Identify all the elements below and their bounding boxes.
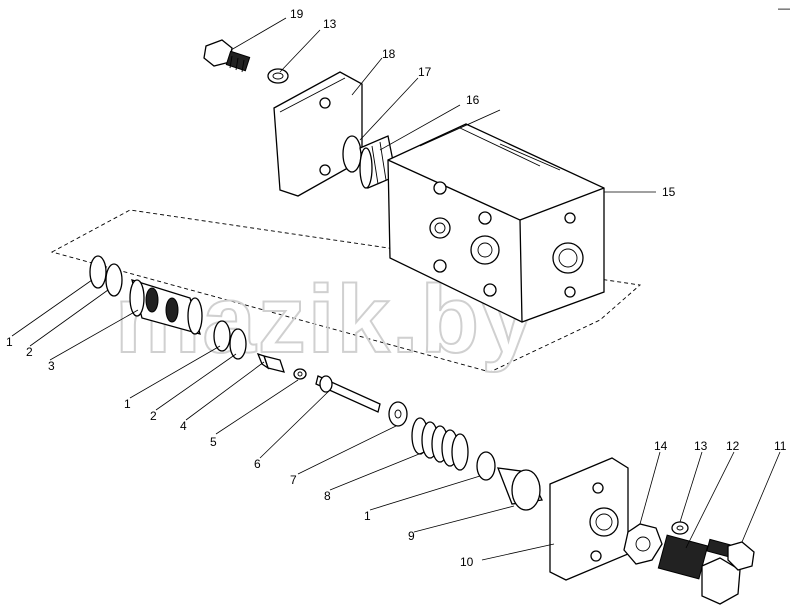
callout-labels: 19 13 18 17 16 15 1 2 3 1 2 4 5 6 7 8 1 … — [6, 7, 787, 569]
callout-17: 17 — [418, 65, 432, 79]
callout-18: 18 — [382, 47, 396, 61]
callout-1: 1 — [124, 397, 131, 411]
part-14-nut — [623, 523, 663, 565]
callout-13: 13 — [323, 17, 337, 31]
callout-13: 13 — [694, 439, 708, 453]
part-19-bolt — [203, 39, 251, 73]
callout-10: 10 — [460, 555, 474, 569]
callout-5: 5 — [210, 435, 217, 449]
callout-14: 14 — [654, 439, 668, 453]
corner-mark: — — [778, 1, 790, 15]
callout-12: 12 — [726, 439, 740, 453]
callout-3: 3 — [48, 359, 55, 373]
assembly-outline-dashed — [50, 209, 642, 373]
callout-1: 1 — [364, 509, 371, 523]
part-16-plug — [359, 135, 397, 189]
part-17-o-ring — [342, 135, 362, 173]
part-15-valve-body — [387, 109, 605, 323]
callout-2: 2 — [150, 409, 157, 423]
part-8-spring — [411, 417, 469, 471]
callout-4: 4 — [180, 419, 187, 433]
part-13-washer-lower — [671, 521, 689, 535]
part-2-o-ring-left — [105, 263, 123, 297]
part-9-plug — [496, 467, 543, 511]
part-6-stem — [315, 375, 381, 413]
part-2-o-ring-mid — [229, 328, 247, 360]
part-10-flange-plate — [549, 457, 629, 581]
part-1-o-ring-lower — [476, 451, 496, 481]
callout-11: 11 — [774, 439, 787, 453]
part-12-bolt — [657, 534, 741, 605]
part-18-cover-plate — [273, 71, 363, 197]
part-4-nozzle — [256, 352, 285, 373]
part-1-o-ring-left — [89, 255, 107, 289]
callout-9: 9 — [408, 529, 415, 543]
callout-2: 2 — [26, 345, 33, 359]
part-1-o-ring-mid — [213, 320, 231, 352]
callout-15: 15 — [662, 185, 676, 199]
callout-8: 8 — [324, 489, 331, 503]
leader-lines — [11, 17, 781, 561]
part-13-washer-top — [267, 68, 289, 84]
part-5-washer — [293, 368, 307, 380]
callout-6: 6 — [254, 457, 261, 471]
callout-7: 7 — [290, 473, 297, 487]
part-3-valve-sleeve — [129, 279, 203, 335]
callout-1: 1 — [6, 335, 13, 349]
part-11-bolt — [706, 538, 755, 571]
callout-19: 19 — [290, 7, 304, 21]
callout-16: 16 — [466, 93, 480, 107]
part-7-washer — [388, 401, 408, 427]
